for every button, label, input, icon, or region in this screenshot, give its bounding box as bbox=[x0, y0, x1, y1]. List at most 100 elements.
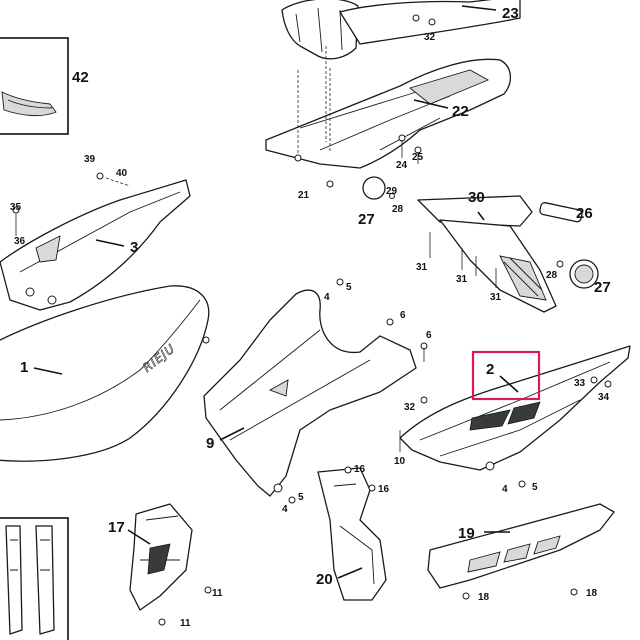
tail-light-assembly bbox=[362, 176, 599, 313]
callout-19: 19 bbox=[458, 525, 475, 542]
callout-28-top: 28 bbox=[392, 204, 404, 215]
part-1-seat bbox=[0, 285, 210, 462]
callout-2: 2 bbox=[486, 361, 494, 378]
bolt-shaft-39 bbox=[105, 177, 131, 187]
chain-guard-assembly bbox=[427, 503, 615, 600]
part-30-grille-lines bbox=[503, 257, 543, 297]
bolt-icon-25-top bbox=[412, 14, 420, 22]
callout-39: 39 bbox=[84, 154, 96, 165]
part-26-light bbox=[539, 202, 583, 223]
callout-40: 40 bbox=[116, 168, 128, 179]
bolt-icon-3a bbox=[25, 287, 35, 297]
callout-27-right: 27 bbox=[594, 279, 611, 296]
bolt-shafts-24 bbox=[401, 140, 419, 164]
callout-31-a: 31 bbox=[416, 262, 428, 273]
bolt-icon-3b bbox=[47, 295, 57, 305]
callout-42: 42 bbox=[72, 69, 89, 86]
callout-28-right: 28 bbox=[546, 270, 558, 281]
part-30-grille bbox=[499, 255, 547, 301]
callout-1: 1 bbox=[20, 359, 28, 376]
callout-11-b: 11 bbox=[180, 618, 191, 629]
part-2-vent-b bbox=[507, 401, 541, 425]
fork-guard-right bbox=[35, 525, 55, 635]
callout-6-top: 6 bbox=[400, 310, 406, 321]
callout-17: 17 bbox=[108, 519, 125, 536]
bolt-icon-35 bbox=[12, 206, 20, 214]
callout-4-right: 4 bbox=[502, 484, 508, 495]
callout-34: 34 bbox=[598, 392, 610, 403]
inset-frame-42 bbox=[0, 37, 69, 135]
bolt-icon-29b bbox=[556, 260, 564, 268]
bracket-assembly-17 bbox=[129, 503, 212, 626]
callout-32-mid: 32 bbox=[404, 402, 416, 413]
bolt-icon-18a bbox=[462, 592, 470, 600]
part-3-vent bbox=[35, 235, 61, 263]
leader-22 bbox=[413, 99, 449, 109]
callout-35: 35 bbox=[10, 202, 22, 213]
part-23-ribs bbox=[295, 7, 343, 53]
fender-dash-lines bbox=[297, 46, 331, 158]
callout-26: 26 bbox=[576, 205, 593, 222]
chain-guide-assembly bbox=[317, 466, 387, 601]
callout-31-b: 31 bbox=[456, 274, 468, 285]
inset-part-42 bbox=[0, 37, 69, 135]
leader-20 bbox=[337, 567, 363, 579]
part-27-reflector-a bbox=[362, 176, 386, 200]
callout-33: 33 bbox=[574, 378, 586, 389]
bolt-icon-4c bbox=[518, 480, 526, 488]
bolt-icon-21b bbox=[326, 180, 334, 188]
leader-17 bbox=[127, 529, 151, 545]
callout-24: 24 bbox=[396, 160, 408, 171]
fork-guard-slots bbox=[10, 539, 50, 571]
callout-5-low: 5 bbox=[298, 492, 304, 503]
bolt-icon-18b bbox=[570, 588, 578, 596]
part-9-shroud bbox=[203, 289, 417, 497]
bolt-icon-4a bbox=[336, 278, 344, 286]
leader-lines bbox=[33, 5, 519, 579]
callout-36: 36 bbox=[14, 236, 26, 247]
part-17-slot bbox=[147, 543, 171, 575]
part-20-contours bbox=[333, 483, 375, 585]
bolt-icon-9 bbox=[273, 483, 283, 493]
callout-30: 30 bbox=[468, 189, 485, 206]
part-1-seat-seam bbox=[0, 299, 201, 421]
callout-29: 29 bbox=[386, 186, 398, 197]
callout-16-b: 16 bbox=[378, 484, 390, 495]
callout-6-mid: 6 bbox=[426, 330, 432, 341]
bolt-icon-11b bbox=[158, 618, 166, 626]
callout-4-top: 4 bbox=[324, 292, 330, 303]
bolt-icon-21a bbox=[294, 154, 302, 162]
part-3-side-cover bbox=[0, 179, 191, 311]
callout-18-a: 18 bbox=[478, 592, 490, 603]
callout-18-b: 18 bbox=[586, 588, 598, 599]
leader-9 bbox=[219, 427, 245, 441]
bolt-icon-32-top bbox=[428, 18, 436, 26]
side-cover-assembly bbox=[0, 172, 191, 311]
callout-3: 3 bbox=[130, 239, 138, 256]
bolt-icon-39 bbox=[96, 172, 104, 180]
callout-32-top: 32 bbox=[424, 32, 436, 43]
callout-25: 25 bbox=[412, 152, 424, 163]
callout-5-top: 5 bbox=[346, 282, 352, 293]
part-30-bracket-top bbox=[417, 195, 533, 227]
rear-fender-assembly bbox=[265, 0, 521, 188]
callout-23: 23 bbox=[502, 5, 519, 22]
part-42-edge bbox=[7, 99, 53, 109]
screws-31 bbox=[429, 232, 497, 288]
bolt-icon-2 bbox=[485, 461, 495, 471]
bolt-icon-seat bbox=[202, 336, 210, 344]
bolt-icon-34 bbox=[604, 380, 612, 388]
inset-fork-guards bbox=[0, 517, 69, 640]
part-2-vent-a bbox=[469, 409, 511, 431]
callout-4-low: 4 bbox=[282, 504, 288, 515]
part-19-slots bbox=[467, 535, 561, 573]
callout-22: 22 bbox=[452, 103, 469, 120]
callout-11-a: 11 bbox=[212, 588, 223, 599]
bolt-icon-11a bbox=[204, 586, 212, 594]
bolt-icon-28a bbox=[389, 193, 395, 199]
bolt-icon-16b bbox=[368, 484, 376, 492]
leader-30 bbox=[477, 211, 485, 221]
callout-27-left: 27 bbox=[358, 211, 375, 228]
radiator-shroud-assembly bbox=[203, 278, 428, 504]
